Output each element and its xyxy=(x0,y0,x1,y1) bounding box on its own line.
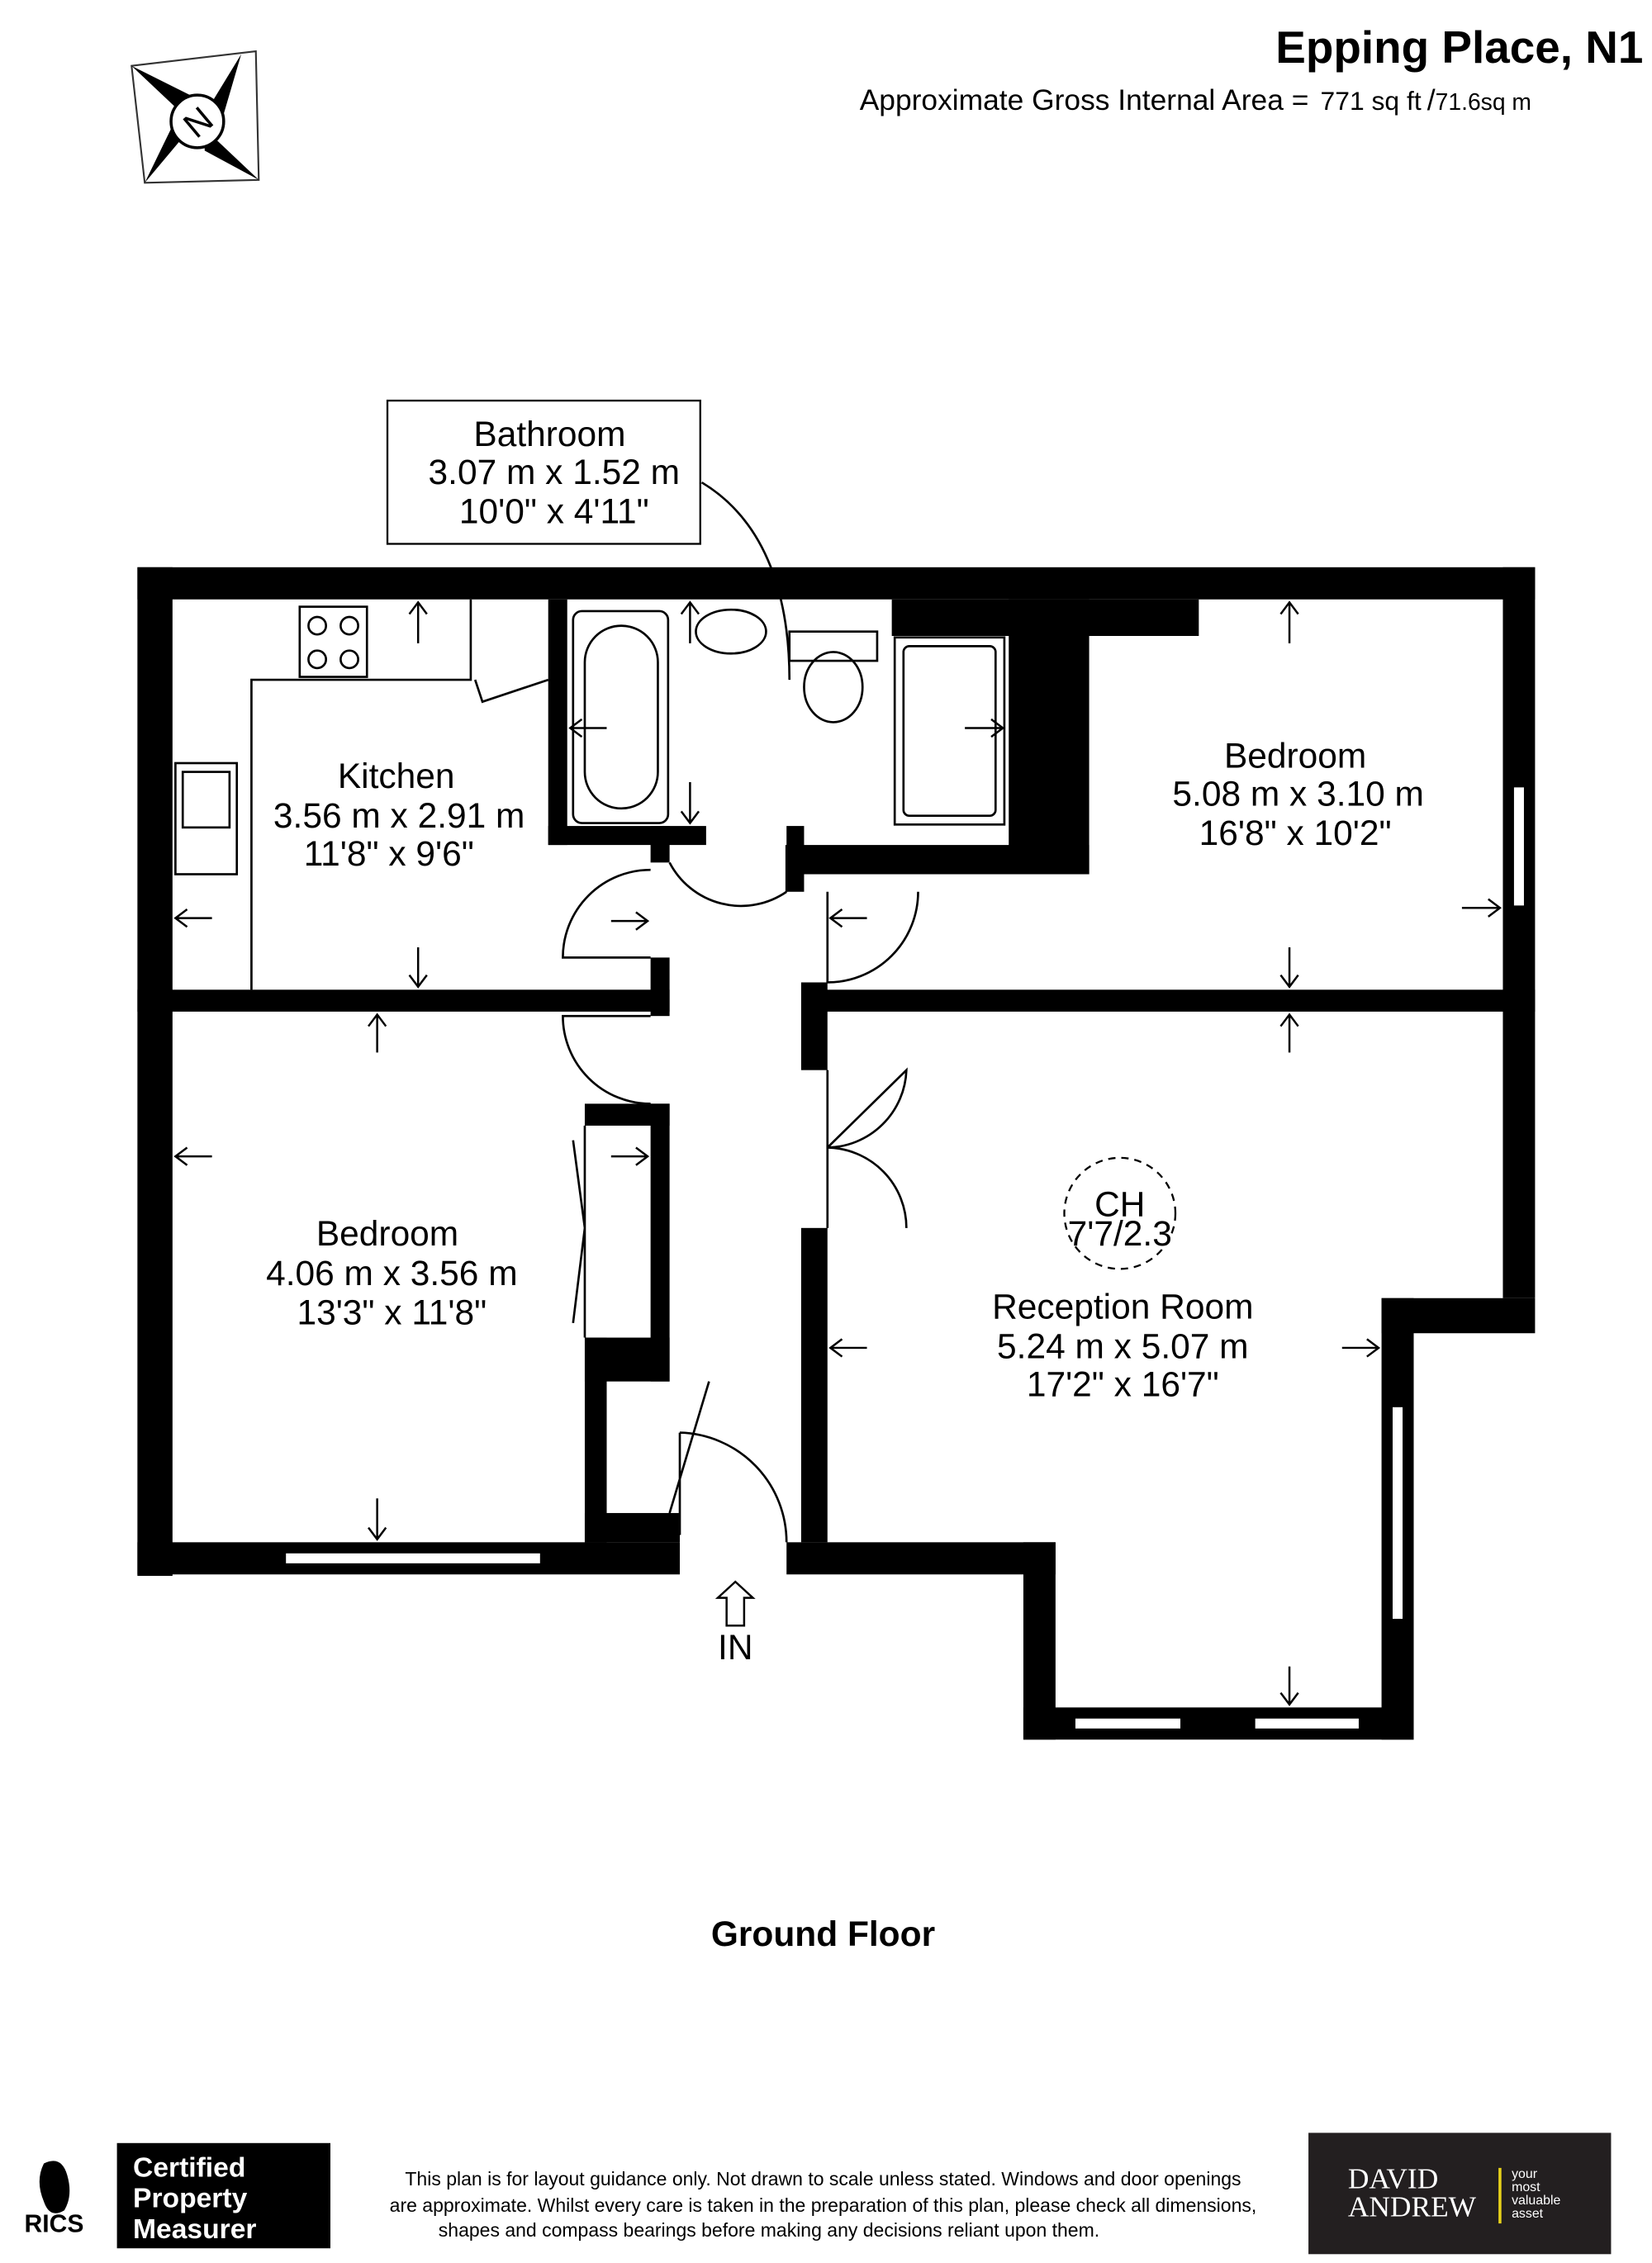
windows xyxy=(284,785,1526,1730)
svg-text:3.56 m x 2.91 m: 3.56 m x 2.91 m xyxy=(273,796,525,835)
ceiling-height: CH 7'7/2.3 xyxy=(1068,1185,1172,1253)
svg-text:Reception Room: Reception Room xyxy=(992,1288,1253,1326)
svg-text:Measurer: Measurer xyxy=(133,2214,256,2245)
room-bedroom-1: Bedroom 5.08 m x 3.10 m 16'8" x 10'2" xyxy=(1172,736,1424,852)
svg-text:are approximate. Whilst every: are approximate. Whilst every care is ta… xyxy=(390,2194,1257,2216)
svg-text:5.24 m x 5.07 m: 5.24 m x 5.07 m xyxy=(997,1326,1248,1365)
floor-label: Ground Floor xyxy=(711,1914,935,1953)
page-title: Epping Place, N1 xyxy=(1275,21,1643,73)
svg-text:ANDREW: ANDREW xyxy=(1348,2189,1477,2223)
david-andrew-logo: DAVID ANDREW your most valuable asset xyxy=(1308,2133,1612,2255)
certified-property-measurer-badge: Certified Property Measurer xyxy=(116,2142,330,2249)
svg-text:Property: Property xyxy=(133,2184,248,2214)
rics-logo: RICS xyxy=(25,2161,84,2238)
compass-icon: N xyxy=(131,50,260,184)
walls xyxy=(137,567,1536,1740)
svg-text:4.06 m x 3.56 m: 4.06 m x 3.56 m xyxy=(266,1254,517,1293)
svg-text:DAVID: DAVID xyxy=(1348,2162,1438,2195)
svg-text:your: your xyxy=(1512,2167,1538,2181)
room-bathroom: Bathroom 3.07 m x 1.52 m 10'0" x 4'11" xyxy=(429,415,681,531)
svg-text:shapes and compass bearings be: shapes and compass bearings before makin… xyxy=(439,2219,1099,2241)
svg-text:asset: asset xyxy=(1512,2207,1544,2221)
room-bedroom-2: Bedroom 4.06 m x 3.56 m 13'3" x 11'8" xyxy=(266,1214,517,1332)
svg-text:valuable: valuable xyxy=(1512,2194,1560,2208)
svg-text:17'2" x 16'7": 17'2" x 16'7" xyxy=(1027,1364,1219,1403)
room-kitchen: Kitchen 3.56 m x 2.91 m 11'8" x 9'6" xyxy=(273,757,525,873)
svg-text:CH: CH xyxy=(1094,1185,1145,1224)
svg-text:Bedroom: Bedroom xyxy=(316,1214,458,1253)
svg-text:This plan is for layout guidan: This plan is for layout guidance only. N… xyxy=(405,2168,1241,2189)
svg-text:16'8" x 10'2": 16'8" x 10'2" xyxy=(1199,814,1392,852)
dimension-arrows xyxy=(173,600,1502,1706)
svg-text:most: most xyxy=(1512,2180,1540,2194)
fixtures xyxy=(174,482,1177,1543)
svg-text:Bedroom: Bedroom xyxy=(1224,736,1366,775)
svg-text:Kitchen: Kitchen xyxy=(338,757,455,795)
entrance-arrow-icon xyxy=(714,1580,756,1627)
room-reception: Reception Room 5.24 m x 5.07 m 17'2" x 1… xyxy=(992,1288,1253,1404)
svg-text:13'3" x 11'8": 13'3" x 11'8" xyxy=(297,1293,487,1332)
svg-text:Certified: Certified xyxy=(133,2152,245,2183)
svg-text:7'7/2.3: 7'7/2.3 xyxy=(1068,1214,1172,1253)
area-label: Approximate Gross Internal Area =771 sq … xyxy=(860,84,1531,116)
svg-text:RICS: RICS xyxy=(25,2211,84,2238)
svg-text:11'8" x 9'6": 11'8" x 9'6" xyxy=(304,834,474,873)
svg-text:3.07 m x 1.52 m: 3.07 m x 1.52 m xyxy=(429,453,681,491)
bathroom-label-box xyxy=(386,399,701,545)
disclaimer: This plan is for layout guidance only. N… xyxy=(390,2168,1257,2241)
entrance-label: IN xyxy=(718,1628,752,1667)
svg-text:5.08 m x 3.10 m: 5.08 m x 3.10 m xyxy=(1172,774,1424,813)
svg-text:Bathroom: Bathroom xyxy=(473,415,625,453)
svg-text:10'0" x 4'11": 10'0" x 4'11" xyxy=(459,492,649,531)
